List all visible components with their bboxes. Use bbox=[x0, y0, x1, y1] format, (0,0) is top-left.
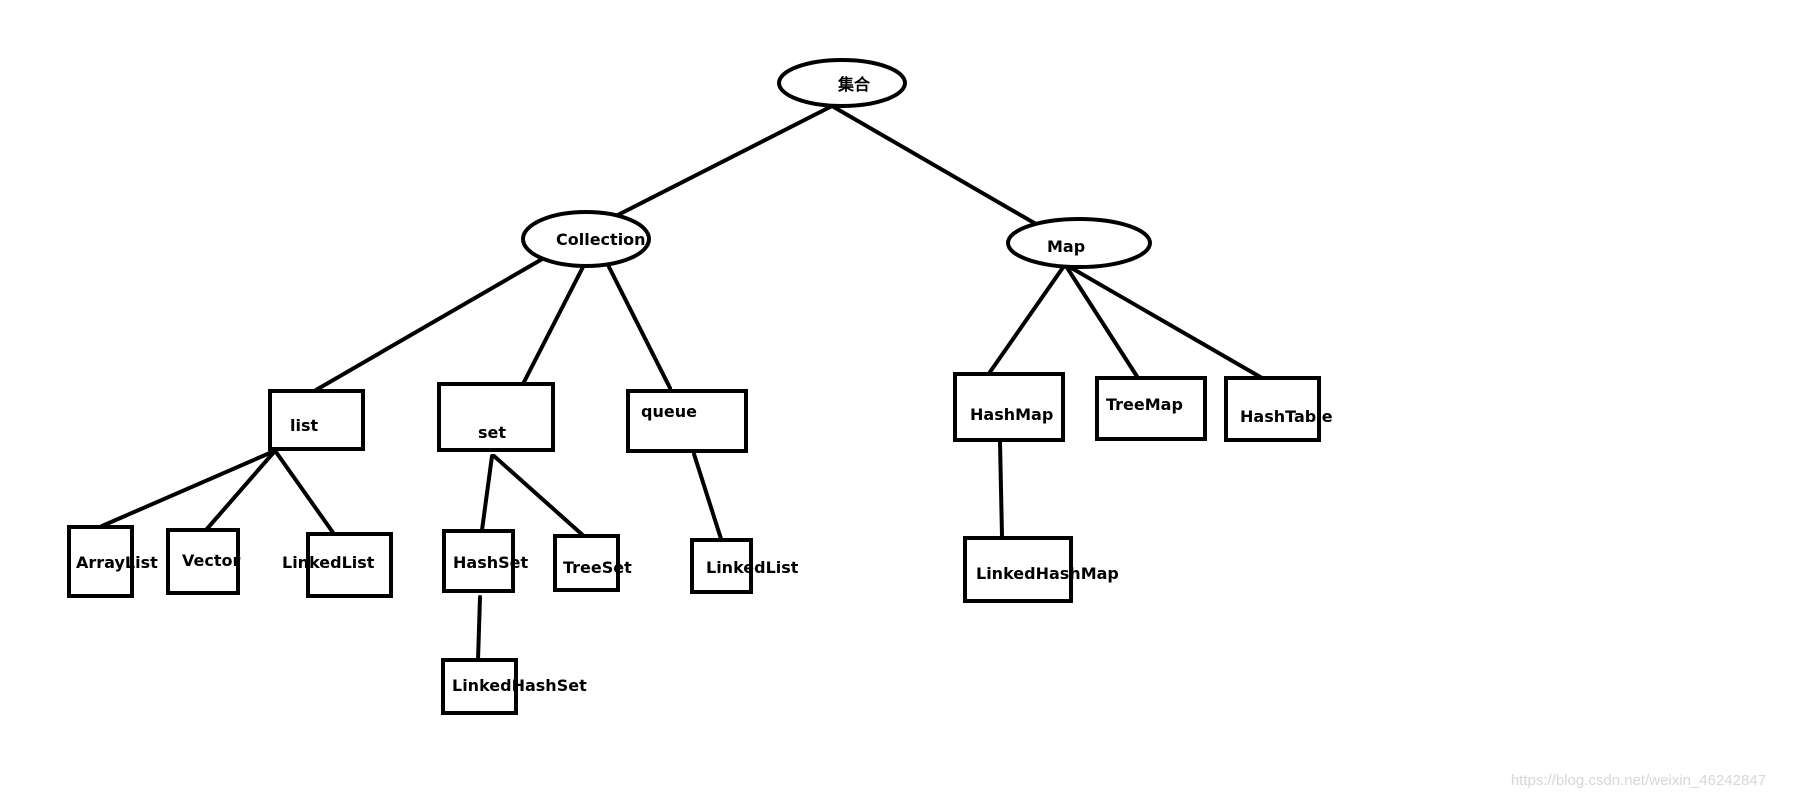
node-list-label: list bbox=[290, 416, 318, 435]
edge-collection-list bbox=[314, 256, 546, 392]
node-treemap: TreeMap bbox=[1095, 376, 1207, 441]
node-linkedhashset-label: LinkedHashSet bbox=[452, 676, 587, 695]
edge-map-treemap bbox=[1064, 264, 1140, 380]
edge-root-map bbox=[830, 104, 1038, 226]
diagram-edges bbox=[100, 104, 1264, 662]
edge-map-hashmap bbox=[988, 264, 1066, 374]
node-queue-label: queue bbox=[641, 402, 697, 421]
node-collection-label: Collection bbox=[556, 230, 646, 249]
node-linkedlist-queue-label: LinkedList bbox=[706, 558, 799, 577]
node-treeset: TreeSet bbox=[553, 534, 632, 592]
node-hashset-label: HashSet bbox=[453, 553, 528, 572]
node-arraylist: ArrayList bbox=[67, 525, 158, 598]
node-map-label: Map bbox=[1047, 237, 1085, 256]
node-vector-label: Vector bbox=[182, 551, 240, 570]
edge-list-arraylist bbox=[100, 450, 274, 528]
node-hashtable: HashTable bbox=[1224, 376, 1333, 442]
edge-set-treeset bbox=[492, 454, 588, 540]
node-hashmap: HashMap bbox=[953, 372, 1065, 442]
node-map: Map bbox=[1006, 217, 1152, 269]
node-treeset-label: TreeSet bbox=[563, 558, 632, 577]
edge-list-vector bbox=[204, 450, 276, 532]
node-linkedhashmap-label: LinkedHashMap bbox=[976, 564, 1119, 583]
node-hashset: HashSet bbox=[442, 529, 528, 593]
node-linkedlist-list-label: LinkedList bbox=[282, 553, 375, 572]
edge-queue-linkedlist bbox=[692, 452, 724, 544]
node-linkedhashmap: LinkedHashMap bbox=[963, 536, 1119, 603]
node-set-label: set bbox=[478, 423, 506, 442]
node-arraylist-label: ArrayList bbox=[76, 553, 158, 572]
node-queue: queue bbox=[626, 389, 748, 453]
node-linkedlist-list: LinkedList bbox=[282, 532, 393, 598]
edge-set-hashset bbox=[480, 454, 494, 532]
edge-collection-set bbox=[522, 263, 586, 384]
edge-hashset-linkedhashset bbox=[476, 595, 482, 662]
node-set: set bbox=[437, 382, 555, 452]
node-list: list bbox=[268, 389, 365, 451]
node-vector: Vector bbox=[166, 528, 240, 595]
node-hashmap-label: HashMap bbox=[970, 405, 1053, 424]
node-root: 集合 bbox=[777, 58, 907, 108]
node-collection: Collection bbox=[521, 210, 651, 268]
edge-hashmap-linkedhashmap bbox=[998, 440, 1004, 538]
edge-collection-queue bbox=[606, 263, 672, 390]
node-hashtable-label: HashTable bbox=[1240, 407, 1333, 426]
node-root-label: 集合 bbox=[837, 75, 871, 94]
node-linkedhashset: LinkedHashSet bbox=[441, 658, 587, 715]
node-treemap-label: TreeMap bbox=[1106, 395, 1183, 414]
edge-map-hashtable bbox=[1066, 264, 1264, 380]
edge-list-linkedlist bbox=[274, 450, 336, 536]
node-linkedlist-queue: LinkedList bbox=[690, 538, 799, 594]
watermark-text: https://blog.csdn.net/weixin_46242847 bbox=[1510, 772, 1766, 789]
edge-root-collection bbox=[610, 104, 834, 220]
